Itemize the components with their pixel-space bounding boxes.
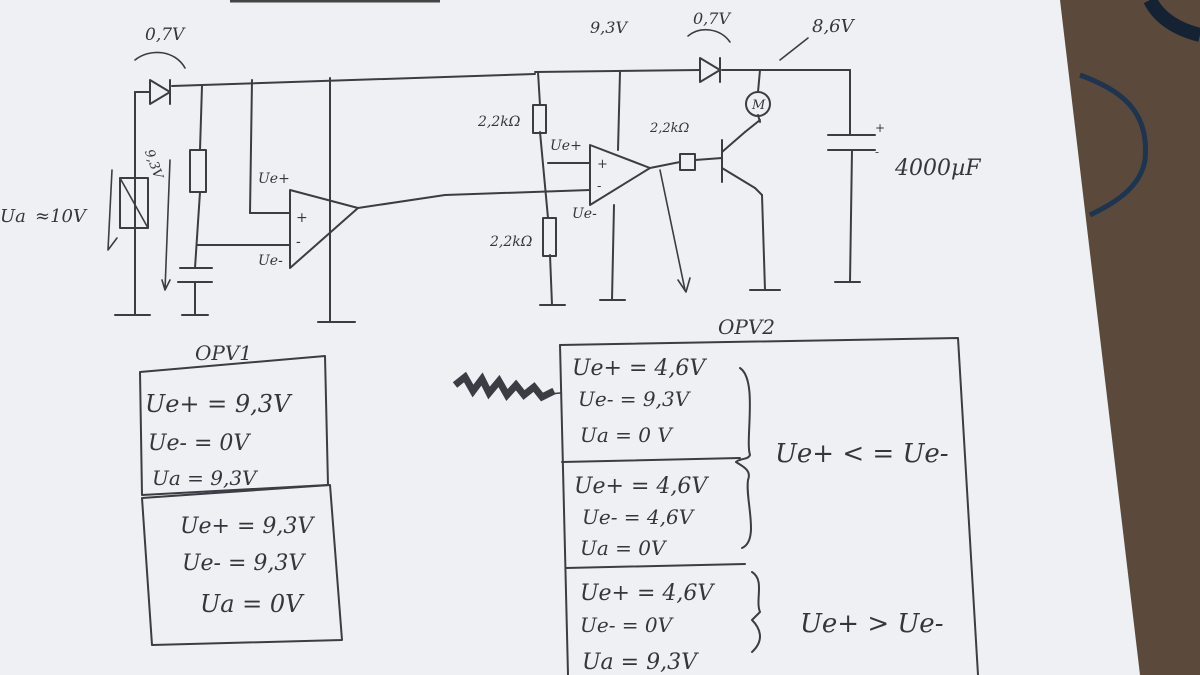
opv2-divider-2 (565, 563, 746, 569)
opv2-box1-line2: Ue- = 9,3V (578, 387, 692, 411)
opv1-box2-line2: Ue- = 9,3V (182, 551, 306, 576)
opv1-box1-line1: Ue+ = 9,3V (145, 390, 293, 418)
opv2-plus-label: Ue+ (550, 138, 582, 154)
opv2-minus-label: Ue- (572, 206, 597, 222)
opv1-plus-label: Ue+ (258, 171, 290, 187)
opv2-outline-right (559, 337, 979, 675)
diode-1 (134, 51, 186, 105)
brace-1 (735, 367, 753, 549)
opamp-2 (589, 144, 651, 206)
opv2-box2-line2: Ue- = 4,6V (582, 505, 696, 529)
diode-2 (687, 29, 731, 83)
opv2-box3-line2: Ue- = 0V (580, 613, 675, 637)
opv1-plus-sign: + (296, 210, 308, 226)
motor-symbol: M (751, 98, 766, 113)
cap-plus-sign: + (875, 121, 885, 135)
opv2-outline-left (559, 344, 569, 675)
opv1-title: OPV1 (195, 341, 252, 365)
voltage-arrow (161, 159, 171, 291)
opv2-minus-sign: - (597, 179, 601, 194)
opv2-title: OPV2 (718, 315, 775, 339)
resistor-2 (532, 104, 547, 134)
opv2-box2-line1: Ue+ = 4,6V (574, 474, 709, 499)
opv1-box2-line3: Ua = 0V (200, 590, 305, 618)
motor-icon (745, 91, 771, 117)
capacitor (827, 134, 876, 151)
opv1-minus-label: Ue- (258, 253, 283, 269)
opv1-box2-line1: Ue+ = 9,3V (180, 514, 315, 539)
resistor-3 (542, 217, 557, 257)
solar-label: Ua (0, 206, 26, 227)
solar-voltage-label: ≈10V (35, 206, 88, 227)
opv2-box1-line3: Ua = 0 V (580, 423, 674, 447)
opv2-note-1: Ue+ < = Ue- (775, 439, 949, 469)
opv2-note-2: Ue+ > Ue- (800, 609, 943, 639)
opv1-minus-sign: - (296, 234, 301, 250)
opv2-box2-line3: Ua = 0V (580, 536, 668, 560)
opv2-plus-sign: + (597, 157, 608, 172)
diode2-voltage-label: 0,7V (693, 9, 731, 28)
opv1-box1-line2: Ue- = 0V (148, 431, 251, 456)
motor-voltage-label: 8,6V (812, 16, 856, 37)
cable (1079, 72, 1149, 218)
paper-sheet (0, 0, 1140, 675)
diode1-voltage-label: 0,7V (145, 25, 186, 45)
scribble-mark (452, 371, 561, 402)
resistor-base (679, 153, 696, 171)
opv2-divider-1 (561, 457, 741, 463)
brace-2 (751, 571, 761, 653)
opv2-box1-line1: Ue+ = 4,6V (572, 356, 707, 381)
cap-minus-sign: - (875, 145, 879, 159)
r2-value-label: 2,2kΩ (489, 234, 533, 250)
opv2-box3-line3: Ua = 9,3V (582, 650, 699, 675)
cap-value-label: 4000µF (894, 156, 981, 181)
solar-panel (107, 169, 149, 251)
rbase-value-label: 2,2kΩ (649, 121, 690, 136)
r1-value-label: 2,2kΩ (477, 114, 521, 130)
device-edge (1143, 0, 1200, 42)
opv1-box1-line3: Ua = 9,3V (152, 466, 259, 490)
motor-voltage-pointer (779, 37, 809, 61)
opamp-1 (289, 189, 359, 269)
rail-voltage-label: 9,3V (590, 18, 628, 37)
opv2-box3-line1: Ue+ = 4,6V (580, 581, 715, 606)
resistor-1 (189, 149, 207, 193)
opv1-box-2 (141, 484, 343, 646)
